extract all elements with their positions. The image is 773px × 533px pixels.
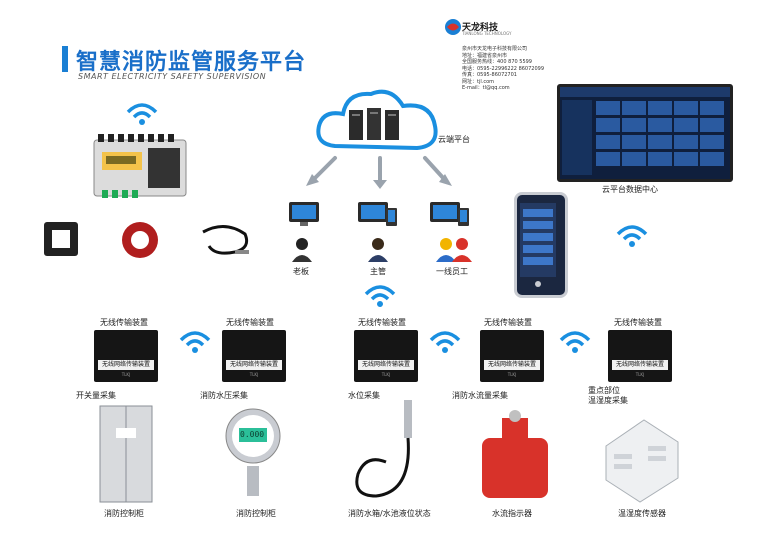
cloud-icon [313,82,443,160]
transmitter-1: 无线网络传输装置 TLKJ [94,330,158,382]
transmitter-plate: 无线网络传输装置 [358,360,414,370]
pressure-gauge-icon [224,402,282,502]
transmitter-brand: TLKJ [608,372,672,377]
data-center-label: 云平台数据中心 [602,184,658,195]
fire-control-cabinet-icon [96,404,156,504]
dashboard-visual [560,87,730,179]
sensor-caption-4: 水流指示器 [492,508,532,519]
transmitter-3: 无线网络传输装置 TLKJ [354,330,418,382]
wifi-icon [363,282,397,308]
transmitter-brand: TLKJ [354,372,418,377]
transmitter-plate: 无线网络传输装置 [226,360,282,370]
phone-icon [517,195,565,295]
data-center-screen [557,84,733,182]
sensor-type-pressure: 消防水压采集 [200,390,248,401]
transmitter-plate: 无线网络传输装置 [484,360,540,370]
sensor-type-flow: 消防水流量采集 [452,390,508,401]
monitor-phone-icon [356,200,400,228]
level-sensor-icon [346,396,436,504]
electrical-monitor-device [92,132,192,200]
cloud-platform-label: 云端平台 [438,134,470,145]
wifi-icon [428,328,462,354]
transmitter-5: 无线网络传输装置 TLKJ [608,330,672,382]
transmitter-header-1: 无线传输装置 [100,317,148,328]
gauge-display-value: 0.000 [240,430,264,439]
leakage-sensor-icon [118,218,162,262]
sensor-type-humidity: 重点部位 温湿度采集 [588,386,628,406]
transmitter-header-4: 无线传输装置 [484,317,532,328]
transmitter-plate: 无线网络传输装置 [98,360,154,370]
user-icon [366,236,390,262]
transmitter-brand: TLKJ [94,372,158,377]
transmitter-header-3: 无线传输装置 [358,317,406,328]
water-flow-indicator-icon [478,404,552,504]
transmitter-4: 无线网络传输装置 TLKJ [480,330,544,382]
transmitter-header-5: 无线传输装置 [614,317,662,328]
current-transformer-icon [42,218,80,260]
user-icon [290,236,314,262]
transmitter-brand: TLKJ [222,372,286,377]
smartphone-app [514,192,568,298]
wifi-icon [125,100,159,126]
sensor-caption-3: 消防水箱/水池液位状态 [348,508,431,519]
role-boss: 老板 [293,266,309,277]
wifi-icon [615,222,649,248]
temp-humidity-sensor-icon [598,406,682,504]
transmitter-plate: 无线网络传输装置 [612,360,668,370]
sensor-caption-2: 消防控制柜 [236,508,276,519]
transmitter-brand: TLKJ [480,372,544,377]
transmitter-2: 无线网络传输装置 TLKJ [222,330,286,382]
wifi-icon [178,328,212,354]
sensor-caption-5: 温湿度传感器 [618,508,666,519]
transmitter-header-2: 无线传输装置 [226,317,274,328]
wifi-icon [558,328,592,354]
temperature-probe-icon [195,222,253,262]
user-icon [436,234,472,262]
sensor-type-switch: 开关量采集 [76,390,116,401]
server-icon [349,108,399,140]
monitor-phone-icon [428,200,472,228]
sensor-caption-1: 消防控制柜 [104,508,144,519]
monitor-icon [287,200,323,228]
role-staff: 一线员工 [436,266,468,277]
role-supervisor: 主管 [370,266,386,277]
